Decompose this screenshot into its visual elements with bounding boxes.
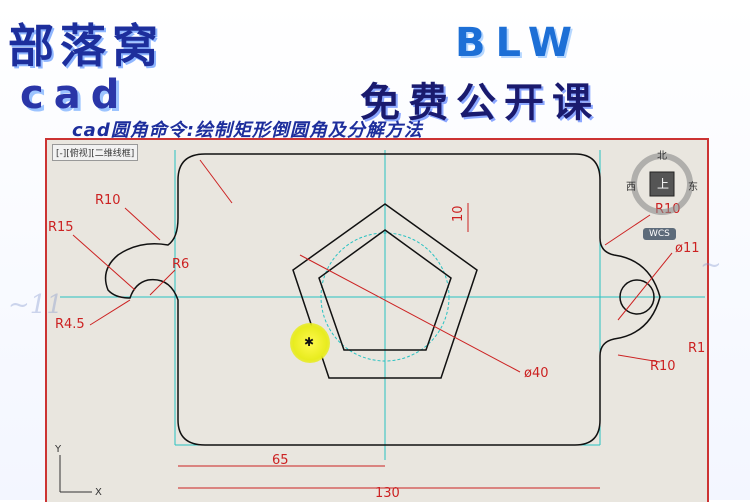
leader-r10-right-bottom xyxy=(617,354,661,363)
leader-r10-top xyxy=(124,207,161,241)
svg-text:Y: Y xyxy=(54,444,62,455)
leader-d40 xyxy=(299,254,521,373)
dim-r15: R15 xyxy=(48,220,74,235)
cursor-highlight: ✱ xyxy=(290,323,330,363)
viewcube-east[interactable]: 东 xyxy=(688,182,698,193)
viewcube-icon[interactable]: 上 北 西 东 xyxy=(620,150,710,220)
leader-top-corner xyxy=(199,159,233,204)
leader-d11 xyxy=(617,252,673,321)
cursor-icon: ✱ xyxy=(304,335,315,349)
dim-d40: ø40 xyxy=(524,366,549,381)
viewcube-graphic xyxy=(631,153,693,215)
brand-title-en: BLW xyxy=(455,20,582,66)
dim-d11: ø11 xyxy=(675,241,700,256)
course-title: 免费公开课 xyxy=(360,79,600,126)
watermark-right: ~ xyxy=(700,250,722,280)
video-banner: 部落窝 BLW cad 免费公开课 cad圆角命令:绘制矩形倒圆角及分解方法 xyxy=(0,0,750,141)
dim-r10-top: R10 xyxy=(95,193,121,208)
leader-r6 xyxy=(149,269,176,296)
dim-r10-right-bottom: R10 xyxy=(650,359,676,374)
leader-r10-right-top xyxy=(604,214,651,246)
viewport-controls-label[interactable]: [-][俯视][二维线框] xyxy=(52,144,139,161)
pentagon-inner xyxy=(318,229,452,351)
dim-r6: R6 xyxy=(172,257,189,272)
cad-drawing-area[interactable] xyxy=(45,138,709,502)
viewcube-north[interactable]: 北 xyxy=(657,151,667,162)
dim-r4-5: R4.5 xyxy=(55,317,85,332)
brand-title-zh: 部落窝 xyxy=(8,19,164,73)
wcs-menu[interactable]: WCS xyxy=(643,228,676,240)
dimension-lines xyxy=(72,159,673,489)
leader-r15 xyxy=(72,234,136,291)
centerlines xyxy=(60,150,705,460)
leader-r4-5 xyxy=(89,299,131,326)
outer-profile xyxy=(104,153,661,446)
lesson-subtitle: cad圆角命令:绘制矩形倒圆角及分解方法 xyxy=(72,120,423,141)
svg-text:X: X xyxy=(95,487,102,498)
ucs-icon: Y X xyxy=(54,444,102,498)
dim-130: 130 xyxy=(375,486,400,500)
hole-right xyxy=(619,279,655,315)
cad-logo: cad xyxy=(20,72,130,118)
viewcube-west[interactable]: 西 xyxy=(626,182,636,193)
watermark-left: ~11 xyxy=(8,290,63,320)
viewcube-top-face[interactable]: 上 xyxy=(657,177,670,191)
dim-10: 10 xyxy=(451,205,466,222)
center-circle xyxy=(320,232,450,362)
dim-r1-cut: R1 xyxy=(688,341,705,356)
dim-65: 65 xyxy=(272,453,289,468)
